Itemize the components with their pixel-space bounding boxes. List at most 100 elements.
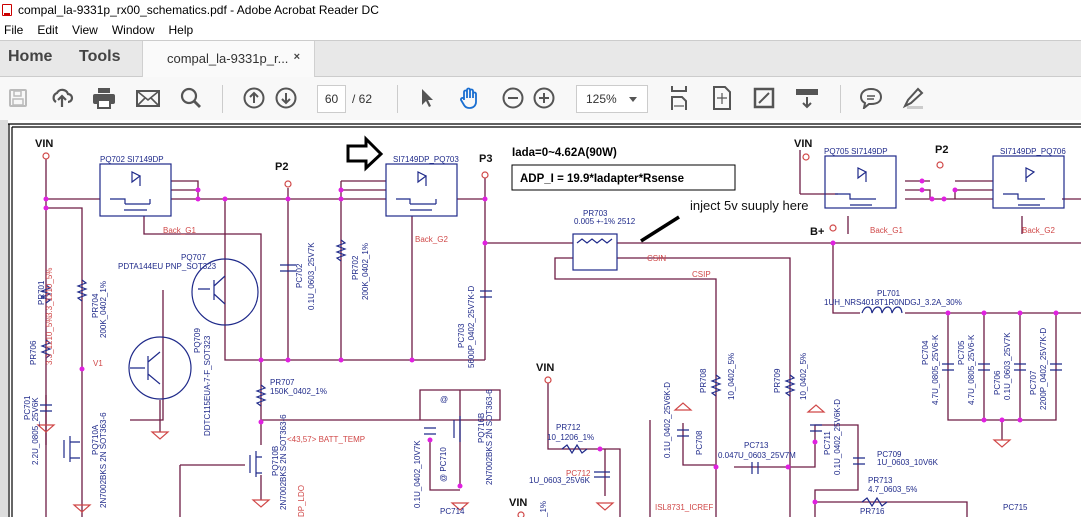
label-pq710a: PQ710A <box>91 424 100 455</box>
label-pr702-value: 200K_0402_1% <box>361 243 370 300</box>
label-pc702-value: 0.1U_0603_25V7K <box>307 242 316 310</box>
net-vin: VIN <box>35 138 53 150</box>
document-viewport[interactable]: VIN P2 P3 VIN P2 B+ VIN VIN Iada=0~4.62A… <box>0 120 1081 519</box>
label-pq710a-value: 2N7002BKS 2N SOT363-6 <box>99 412 108 508</box>
acrobat-pdf-icon <box>2 3 12 16</box>
mosfet-pq705 <box>824 155 897 209</box>
label-pr716: PR716 <box>860 507 885 516</box>
label-pr709: PR709 <box>773 368 782 393</box>
net-back-g1: Back_G1 <box>870 226 903 235</box>
label-pr713: PR713 <box>868 476 893 485</box>
page-frame <box>8 123 1081 517</box>
highlight-pen-icon[interactable] <box>900 85 926 111</box>
tab-home[interactable]: Home <box>8 48 53 65</box>
label-pc712: PC712 <box>566 469 591 478</box>
net-vin: VIN <box>536 362 554 374</box>
arrow-annotation-icon <box>346 135 384 172</box>
label-pq705: PQ705 SI7149DP <box>824 147 888 156</box>
toolbar-separator <box>840 85 841 113</box>
schematic-page: VIN P2 P3 VIN P2 B+ VIN VIN Iada=0~4.62A… <box>8 120 1081 519</box>
menu-view[interactable]: View <box>72 22 98 37</box>
zoom-level-dropdown[interactable]: 125% <box>576 85 648 113</box>
label-pq707-value: PDTA144EU PNP_SOT323 <box>118 262 217 271</box>
net-vin: VIN <box>794 138 812 150</box>
label-pc710: @ PC710 <box>439 447 448 482</box>
inject-supply-annotation: inject 5v suuply here <box>690 198 809 213</box>
label-pc705: PC705 <box>957 340 966 365</box>
mosfet-pq706 <box>992 155 1065 209</box>
save-icon[interactable] <box>5 85 31 111</box>
comment-icon[interactable] <box>858 85 884 111</box>
scroll-mode-icon[interactable] <box>794 85 820 111</box>
menu-window[interactable]: Window <box>111 22 155 37</box>
close-tab-icon[interactable]: × <box>293 51 300 63</box>
search-icon[interactable] <box>178 85 204 111</box>
toolbar: 60 / 62 125% <box>0 77 1081 120</box>
label-pr706: PR706 <box>29 340 38 365</box>
adp-formula: ADP_I = 19.9*Iadapter*Rsense <box>520 173 684 185</box>
label-pc710-value: 0.1U_0402_10V7K <box>413 440 422 508</box>
full-screen-icon[interactable] <box>751 85 777 111</box>
label-pq716b-value: 2N7002BKS 2N SOT363-6 <box>485 389 494 485</box>
label-pr702: PR702 <box>351 255 360 280</box>
net-vin: VIN <box>509 497 527 509</box>
label-pr701-value: 3.3_1210_5% <box>45 268 54 317</box>
label-pc708: PC708 <box>695 430 704 455</box>
net-p2: P2 <box>935 144 948 156</box>
net-v1: V1 <box>93 359 103 368</box>
label-pc707-value: 2200P_0402_25V7K-D <box>1039 327 1048 410</box>
menu-help[interactable]: Help <box>168 22 194 37</box>
net-isl8731-icref: ISL8731_ICREF <box>655 503 713 512</box>
net-csin: CSIN <box>647 254 666 263</box>
label-pr703: PR703 <box>583 209 608 218</box>
net-p2: P2 <box>275 161 288 173</box>
label-pr704: PR704 <box>91 293 100 318</box>
next-page-icon[interactable] <box>273 85 299 111</box>
print-icon[interactable] <box>91 85 117 111</box>
label-pr707: PR707 <box>270 378 295 387</box>
net-back-g2: Back_G2 <box>415 235 448 244</box>
label-pq716b: PQ716B <box>477 413 486 443</box>
label-pc715: PC715 <box>1003 503 1028 512</box>
label-pc711: PC711 <box>823 431 832 455</box>
label-pc713: PC713 <box>744 441 769 450</box>
label-pq709-value: DDTC115EUA-7-F_SOT323 <box>203 335 212 436</box>
tab-bar: Home Tools compal_la-9331p_r... × <box>0 40 1081 77</box>
label-pc714: PC714 <box>440 507 465 516</box>
menu-edit[interactable]: Edit <box>37 22 59 37</box>
tab-tools[interactable]: Tools <box>79 48 121 65</box>
label-pr701: PR701 <box>37 280 46 305</box>
label-pc713-value: 0.047U_0603_25V7M <box>718 451 796 460</box>
label-pc702: PC702 <box>295 263 304 288</box>
label-pq706: SI7149DP_PQ706 <box>1000 147 1066 156</box>
junctions <box>43 178 1059 505</box>
annotation-pointer-line <box>640 215 680 243</box>
menu-bar: File Edit View Window Help <box>0 19 1081 40</box>
label-pq702: PQ702 SI7149DP <box>100 155 164 164</box>
page-number-input[interactable]: 60 <box>317 85 346 113</box>
net-bplus: B+ <box>810 226 824 238</box>
zoom-out-icon[interactable] <box>500 85 526 111</box>
mosfet-pq703 <box>385 163 458 217</box>
previous-page-icon[interactable] <box>241 85 267 111</box>
tab-document[interactable]: compal_la-9331p_r... × <box>142 41 315 77</box>
label-pr704-value: 200K_0402_1% <box>99 281 108 338</box>
net-back-g1: Back_G1 <box>163 226 196 235</box>
hand-tool-icon[interactable] <box>456 85 482 111</box>
label-pr712-value: 10_1206_1% <box>547 433 594 442</box>
label-pl701: PL701 <box>877 289 901 298</box>
email-icon[interactable] <box>135 85 161 111</box>
cloud-upload-icon[interactable] <box>49 85 75 111</box>
net-dp-ldo: DP_LDO <box>297 485 306 517</box>
ground-symbols <box>36 402 1012 513</box>
label-pc705-value: 4.7U_0805_25V6-K <box>967 334 976 405</box>
label-pr706-value: 3.3_1210_5% <box>45 316 54 365</box>
menu-file[interactable]: File <box>4 22 24 37</box>
fit-page-icon[interactable] <box>709 85 735 111</box>
toolbar-separator <box>397 85 398 113</box>
select-cursor-icon[interactable] <box>414 85 440 111</box>
fit-width-icon[interactable] <box>666 85 692 111</box>
label-pc704: PC704 <box>921 340 930 365</box>
zoom-in-icon[interactable] <box>531 85 557 111</box>
net-back-g2: Back_G2 <box>1022 226 1055 235</box>
